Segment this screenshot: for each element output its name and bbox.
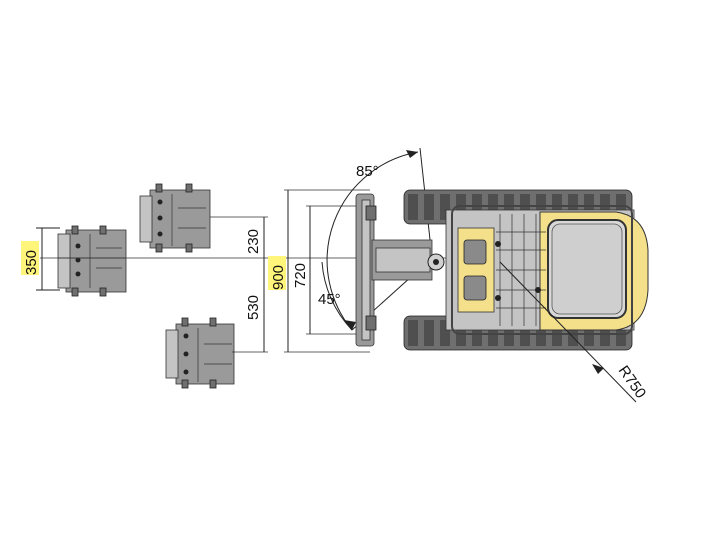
highlight-350: [21, 241, 39, 275]
bucket-bottom: [165, 317, 235, 389]
dim-530-label: 530: [245, 295, 262, 320]
upper-carriage: [445, 205, 649, 335]
swing-angle-arcs: 85° 45°: [318, 147, 433, 331]
highlight-900: [268, 256, 286, 290]
dim-350-label: 350: [23, 250, 40, 275]
angle-45-label: 45°: [318, 291, 341, 308]
dim-230-label: 230: [245, 229, 262, 254]
dim-900-label: 900: [270, 265, 287, 290]
dimension-350: 350: [21, 227, 60, 291]
angle-85-label: 85°: [356, 163, 379, 180]
r750-label: R750: [615, 363, 649, 402]
dozer-blade: [355, 193, 445, 347]
dim-720-label: 720: [292, 263, 309, 288]
dimension-720: 720: [292, 206, 311, 334]
bucket-left: [57, 225, 127, 297]
bucket-top: [139, 183, 211, 253]
dimension-900: 900: [268, 190, 289, 352]
dimension-230-530: 230 530: [245, 217, 265, 352]
